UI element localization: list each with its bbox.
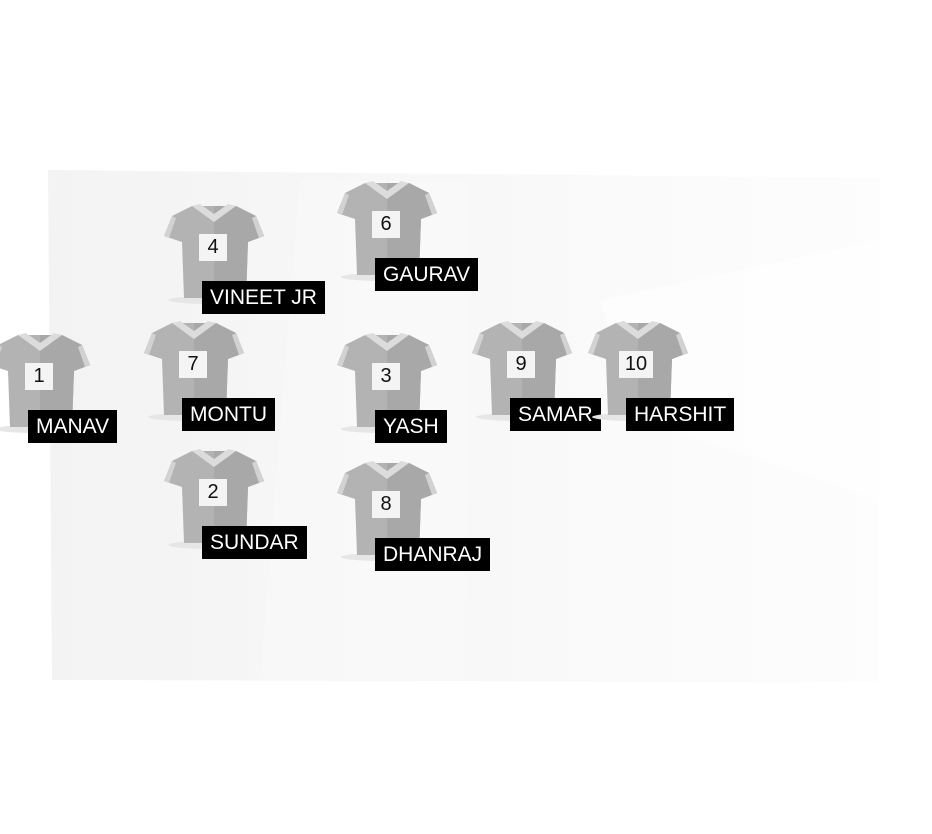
player-card[interactable]: 1 MANAV xyxy=(0,331,118,461)
jersey-number: 3 xyxy=(372,363,400,390)
player-card[interactable]: 3 YASH xyxy=(335,331,447,461)
player-card[interactable]: 8 DHANRAJ xyxy=(335,459,491,589)
player-name-label: MANAV xyxy=(28,410,118,443)
jersey-number: 8 xyxy=(372,491,400,518)
player-card[interactable]: 10 HARSHIT xyxy=(586,319,735,449)
player-name-label: GAURAV xyxy=(375,258,479,291)
player-card[interactable]: 9 SAMAR xyxy=(470,319,601,449)
jersey-number: 9 xyxy=(507,351,535,378)
player-card[interactable]: 2 SUNDAR xyxy=(162,447,307,577)
jersey-number: 6 xyxy=(372,211,400,238)
player-card[interactable]: 4 VINEET JR xyxy=(162,202,325,332)
player-card[interactable]: 6 GAURAV xyxy=(335,179,479,309)
player-name-label: SAMAR xyxy=(510,398,601,431)
player-name-label: YASH xyxy=(375,410,447,443)
jersey-number: 4 xyxy=(199,234,227,261)
jersey-number: 10 xyxy=(619,351,653,378)
player-name-label: SUNDAR xyxy=(202,526,307,559)
jersey-number: 1 xyxy=(25,363,53,390)
player-card[interactable]: 7 MONTU xyxy=(142,319,275,449)
player-name-label: VINEET JR xyxy=(202,281,325,314)
player-name-label: MONTU xyxy=(182,398,275,431)
jersey-number: 7 xyxy=(179,351,207,378)
player-name-label: DHANRAJ xyxy=(375,538,491,571)
player-name-label: HARSHIT xyxy=(626,398,735,431)
jersey-number: 2 xyxy=(199,479,227,506)
